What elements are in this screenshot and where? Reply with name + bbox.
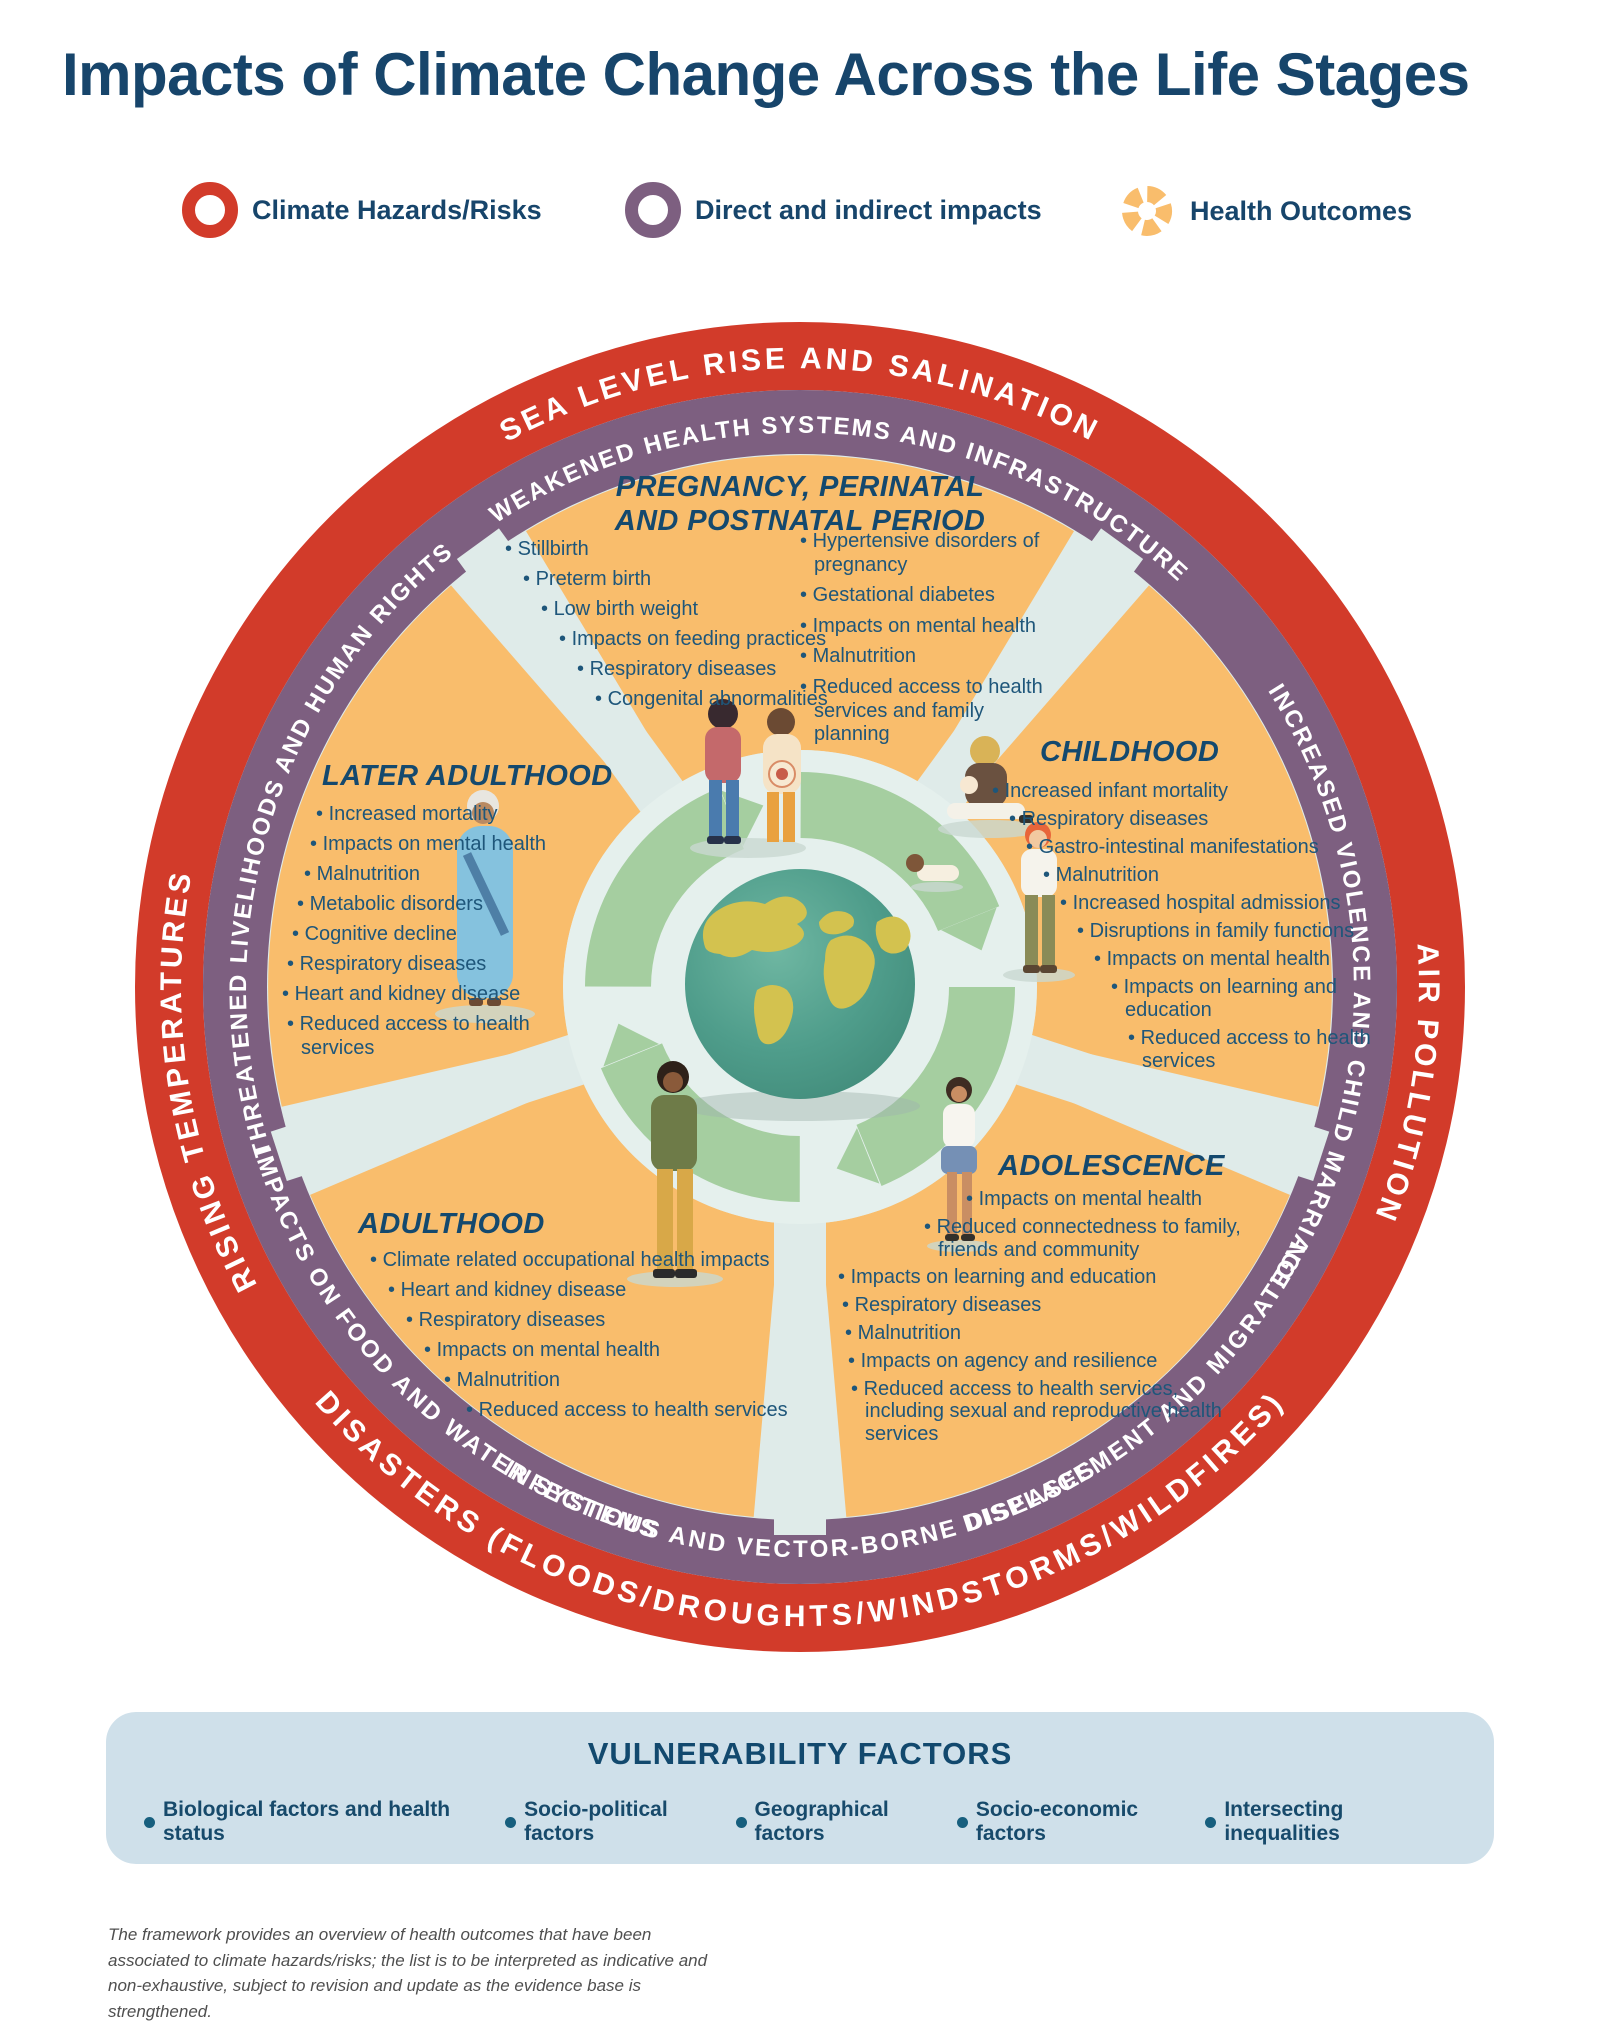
legend-item-impacts: Direct and indirect impacts: [625, 182, 1042, 238]
list-item: Gastro-intestinal manifestations: [1026, 836, 1422, 859]
list-item: Heart and kidney disease: [388, 1278, 890, 1302]
vulnerability-factors-row: Biological factors and health status Soc…: [144, 1798, 1456, 1846]
stage-title-childhood: CHILDHOOD: [1040, 736, 1220, 768]
list-item: Metabolic disorders: [297, 892, 582, 916]
globe-icon: [685, 869, 915, 1099]
list-item: Congenital abnormalities: [595, 687, 835, 711]
vulnerability-factor: Socio-economic factors: [956, 1798, 1205, 1846]
impacts-ring-icon: [625, 182, 681, 238]
factor-label: Socio-political factors: [524, 1798, 668, 1845]
cycle-ring: [585, 772, 1015, 1202]
vulnerability-panel: VULNERABILITY FACTORS Biological factors…: [106, 1712, 1494, 1864]
later-adulthood-outcomes: Increased mortality Impacts on mental he…: [282, 802, 582, 1066]
list-item: Reduced access to health services and fa…: [800, 676, 1048, 747]
list-item: Disruptions in family functions: [1077, 920, 1422, 943]
vulnerability-factor: Biological factors and health status: [144, 1798, 505, 1846]
globe-shadow: [680, 1091, 920, 1121]
legend-item-hazards: Climate Hazards/Risks: [182, 182, 542, 238]
list-item: Impacts on mental health: [310, 832, 582, 856]
bullet-dot-icon: [735, 1816, 747, 1828]
vulnerability-factor: Intersecting inequalities: [1205, 1798, 1456, 1846]
list-item: Gestational diabetes: [800, 584, 1048, 608]
childhood-outcomes: Increased infant mortality Respiratory d…: [992, 780, 1422, 1078]
page-title: Impacts of Climate Change Across the Lif…: [62, 41, 1470, 108]
list-item: Reduced access to health services, inclu…: [851, 1378, 1258, 1446]
list-item: Climate related occupational health impa…: [370, 1248, 890, 1272]
list-item: Increased hospital admissions: [1060, 892, 1422, 915]
list-item: Reduced connectedness to family, friends…: [924, 1216, 1258, 1262]
bullet-dot-icon: [956, 1816, 968, 1828]
bullet-dot-icon: [1205, 1816, 1217, 1828]
adolescence-outcomes: Impacts on mental health Reduced connect…: [838, 1188, 1258, 1451]
adulthood-outcomes: Climate related occupational health impa…: [370, 1248, 890, 1428]
hazards-ring-icon: [182, 182, 238, 238]
factor-label: Biological factors and health status: [163, 1798, 451, 1845]
bullet-dot-icon: [505, 1816, 517, 1828]
factor-label: Geographical factors: [754, 1798, 889, 1845]
vulnerability-title: VULNERABILITY FACTORS: [587, 1736, 1013, 1771]
list-item: Increased mortality: [316, 802, 582, 826]
stage-title-later-adulthood: LATER ADULTHOOD: [322, 760, 613, 792]
list-item: Cognitive decline: [292, 922, 582, 946]
list-item: Reduced access to health services: [1128, 1027, 1422, 1073]
list-item: Impacts on mental health: [1094, 948, 1422, 971]
factor-label: Socio-economic factors: [975, 1798, 1139, 1845]
list-item: Impacts on mental health: [966, 1188, 1258, 1211]
stage-title-adulthood: ADULTHOOD: [358, 1208, 545, 1240]
list-item: Reduced access to health services: [287, 1012, 582, 1060]
list-item: Impacts on feeding practices: [559, 627, 835, 651]
bullet-dot-icon: [144, 1816, 155, 1828]
list-item: Respiratory diseases: [406, 1308, 890, 1332]
legend-label-outcomes: Health Outcomes: [1190, 195, 1413, 226]
list-item: Low birth weight: [541, 597, 835, 621]
list-item: Reduced access to health services: [466, 1398, 890, 1422]
legend-label-impacts: Direct and indirect impacts: [695, 194, 1042, 225]
list-item: Malnutrition: [304, 862, 582, 886]
list-item: Impacts on agency and resilience: [848, 1350, 1258, 1373]
figure-pregnant-couple: [690, 699, 806, 858]
list-item: Respiratory diseases: [287, 952, 582, 976]
legend-label-hazards: Climate Hazards/Risks: [252, 194, 542, 225]
vulnerability-factor: Socio-political factors: [505, 1798, 735, 1846]
pregnancy-outcomes-right: Hypertensive disorders of pregnancy Gest…: [800, 530, 1048, 754]
factor-label: Intersecting inequalities: [1224, 1798, 1344, 1845]
list-item: Respiratory diseases: [842, 1294, 1258, 1317]
list-item: Respiratory diseases: [1009, 808, 1422, 831]
list-item: Malnutrition: [1043, 864, 1422, 887]
list-item: Malnutrition: [845, 1322, 1258, 1345]
vulnerability-factor: Geographical factors: [735, 1798, 957, 1846]
legend-item-outcomes: Health Outcomes: [1118, 182, 1412, 240]
list-item: Malnutrition: [444, 1368, 890, 1392]
hazards-ring: [135, 322, 1465, 1652]
list-item: Malnutrition: [800, 645, 1048, 669]
list-item: Respiratory diseases: [577, 657, 835, 681]
list-item: Impacts on mental health: [424, 1338, 890, 1362]
list-item: Increased infant mortality: [992, 780, 1422, 803]
figure-crawling-baby: [906, 854, 963, 892]
list-item: Stillbirth: [505, 537, 835, 561]
list-item: Impacts on learning and education: [838, 1266, 1258, 1289]
pregnancy-outcomes-left: Stillbirth Preterm birth Low birth weigh…: [505, 537, 835, 717]
figure-adult-man: [627, 1061, 723, 1287]
health-outcomes-icon: [1122, 186, 1172, 236]
list-item: Hypertensive disorders of pregnancy: [800, 530, 1048, 577]
stage-title-adolescence: ADOLESCENCE: [998, 1150, 1225, 1182]
list-item: Impacts on mental health: [800, 615, 1048, 639]
list-item: Impacts on learning and education: [1111, 976, 1422, 1022]
footnote: The framework provides an overview of he…: [108, 1925, 708, 2021]
list-item: Preterm birth: [523, 567, 835, 591]
stage-title-pregnancy: PREGNANCY, PERINATAL AND POSTNATAL PERIO…: [614, 471, 986, 538]
list-item: Heart and kidney disease: [282, 982, 582, 1006]
